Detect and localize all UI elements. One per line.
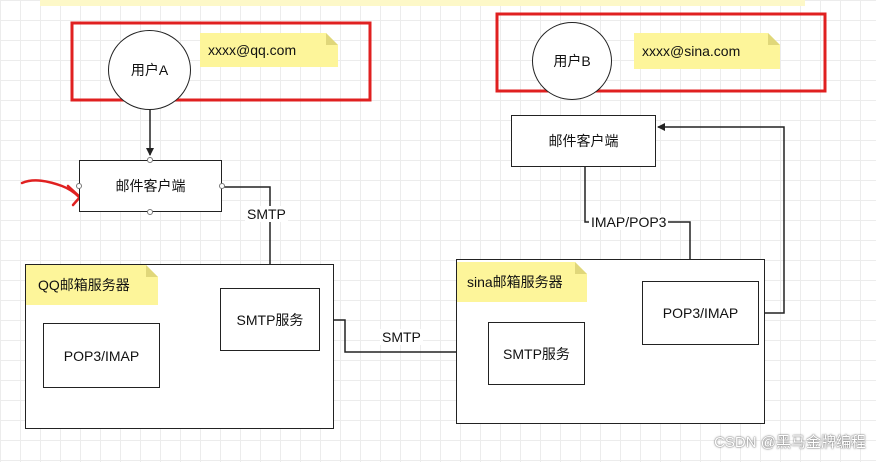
sina-server-title-note: sina邮箱服务器 bbox=[457, 262, 587, 302]
client-a-handle-right bbox=[219, 183, 225, 189]
edge-label-client-to-qq: SMTP bbox=[245, 206, 288, 222]
arrow-client-to-qq-smtp bbox=[222, 186, 274, 286]
user-b-label: 用户B bbox=[553, 53, 591, 69]
client-a-handle-top bbox=[147, 157, 153, 163]
qq-server-title: QQ邮箱服务器 bbox=[38, 277, 130, 293]
user-a-email-note: xxxx@qq.com bbox=[200, 33, 338, 67]
user-b-email: xxxx@sina.com bbox=[642, 43, 741, 59]
qq-smtp-label: SMTP服务 bbox=[236, 311, 304, 328]
edge-label-qq-to-sina: SMTP bbox=[380, 329, 423, 345]
top-band bbox=[40, 0, 805, 6]
user-a-label: 用户A bbox=[130, 62, 169, 78]
qq-pop-label: POP3/IMAP bbox=[63, 347, 140, 364]
client-a-handle-bottom bbox=[147, 209, 153, 215]
sina-smtp-label: SMTP服务 bbox=[503, 345, 570, 362]
edge-label-sina-to-client: IMAP/POP3 bbox=[589, 214, 669, 230]
user-a-circle: 用户A bbox=[108, 30, 191, 110]
user-b-circle: 用户B bbox=[532, 22, 612, 100]
user-a-email: xxxx@qq.com bbox=[208, 42, 297, 58]
red-annotation-arrow-head bbox=[66, 184, 82, 207]
user-b-email-note: xxxx@sina.com bbox=[634, 33, 780, 69]
client-b-box: 邮件客户端 bbox=[511, 115, 656, 167]
qq-server-title-note: QQ邮箱服务器 bbox=[26, 265, 158, 305]
client-a-handle-left bbox=[76, 183, 82, 189]
sina-server-title: sina邮箱服务器 bbox=[467, 274, 563, 290]
highlight-user-a bbox=[70, 21, 372, 102]
arrow-sina-pop-to-client-b bbox=[657, 123, 785, 314]
client-a-box: 邮件客户端 bbox=[79, 160, 222, 212]
watermark: CSDN @黑马金牌编程 bbox=[714, 434, 866, 451]
client-a-label: 邮件客户端 bbox=[115, 178, 186, 194]
sina-pop-imap-service: POP3/IMAP bbox=[642, 281, 759, 345]
highlight-user-b bbox=[495, 12, 827, 93]
sina-pop-label: POP3/IMAP bbox=[662, 305, 739, 321]
qq-smtp-service: SMTP服务 bbox=[220, 288, 320, 351]
qq-pop-imap-service: POP3/IMAP bbox=[43, 323, 160, 388]
client-b-label: 邮件客户端 bbox=[548, 133, 619, 149]
sina-smtp-service: SMTP服务 bbox=[488, 322, 585, 385]
